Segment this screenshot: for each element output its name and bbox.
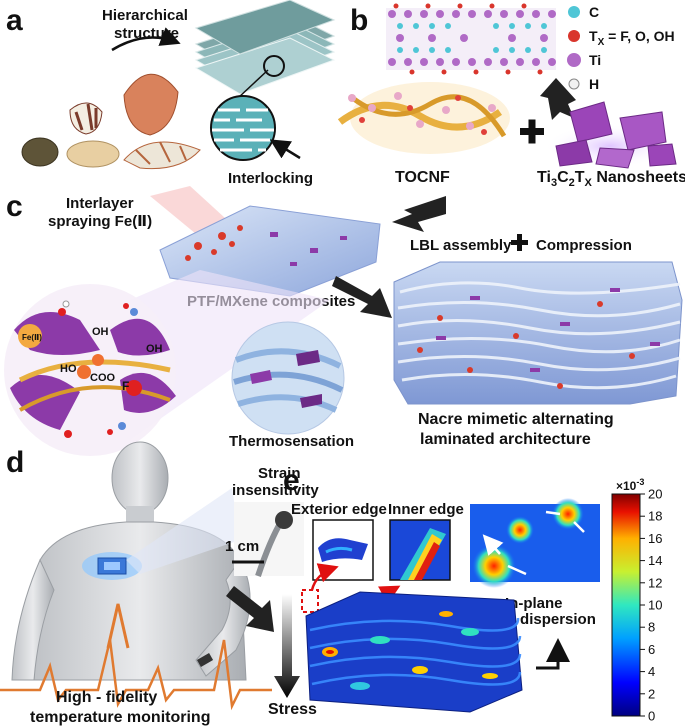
inplane-stress-map xyxy=(470,498,600,588)
colorbar-tick-label: 8 xyxy=(648,620,655,635)
nanosheets-label: Ti3C2TX Nanosheets xyxy=(537,169,685,189)
tocnf-label: TOCNF xyxy=(395,169,450,186)
tweezers-photo xyxy=(234,502,304,577)
colorbar-tick-label: 12 xyxy=(648,575,662,590)
inner-edge-inset xyxy=(389,519,451,581)
colorbar-exponent: ×10-3 xyxy=(616,477,644,493)
stress-arrow xyxy=(274,594,300,698)
legend-swatch-c xyxy=(568,6,580,18)
dispersion-arrow xyxy=(536,638,570,670)
panel-e-letter: e xyxy=(283,464,300,497)
group-coo: COO xyxy=(90,372,116,384)
spray-label-2: spraying Fe(Ⅱ) xyxy=(48,213,152,230)
mxene-crystal-lattice xyxy=(386,3,556,75)
plus-sign-b xyxy=(520,119,544,144)
panel-c: c Interlayer spraying Fe(Ⅱ) PTF/MXene co… xyxy=(4,186,683,456)
zoom-ring xyxy=(263,55,285,77)
strain-label-2: insensitivity xyxy=(232,482,319,499)
thermosensation-label: Thermosensation xyxy=(229,433,354,450)
strain-label-1: Strain xyxy=(258,465,301,482)
panel-b-letter: b xyxy=(350,4,368,37)
temperature-waveform xyxy=(0,639,272,711)
spray-label-1: Interlayer xyxy=(66,195,134,212)
legend-swatch-tx xyxy=(568,30,580,42)
group-oh-1: OH xyxy=(92,326,109,338)
atom-legend: C TX = F, O, OH Ti H xyxy=(567,4,675,92)
exterior-edge-inset xyxy=(312,519,374,581)
legend-c: C xyxy=(589,4,599,20)
colorbar-gradient xyxy=(611,493,641,717)
legend-swatch-h xyxy=(568,78,580,90)
scale-bar-label: 1 cm xyxy=(225,538,259,555)
lattice-to-sheet-arrow xyxy=(540,78,576,120)
assembly-arrow-out xyxy=(332,276,392,318)
group-ho: HO xyxy=(60,363,77,375)
hf-label-1: High - fidelity xyxy=(56,689,157,706)
hierarchical-label: Hierarchical xyxy=(102,7,188,24)
colorbar-tick-label: 14 xyxy=(648,553,662,568)
legend-ti: Ti xyxy=(589,52,601,68)
colorbar-tick-label: 4 xyxy=(648,664,655,679)
seashells xyxy=(21,73,201,170)
mxene-nanosheets xyxy=(544,101,677,169)
sensor-patch xyxy=(82,552,142,580)
legend-h: H xyxy=(589,76,599,92)
laminated-architecture xyxy=(393,261,683,405)
colorbar-tick-label: 18 xyxy=(648,509,662,524)
zoom-beam xyxy=(126,488,240,574)
colorbar-tick-label: 0 xyxy=(648,709,655,724)
hf-label-2: temperature monitoring xyxy=(30,709,210,726)
compression-label: Compression xyxy=(536,237,632,254)
panel-c-letter: c xyxy=(6,190,23,223)
group-f: F xyxy=(122,379,129,393)
thermosensation-circle xyxy=(231,321,345,435)
panel-e: e Exterior edge Inner edge xyxy=(268,464,662,724)
chemistry-zoom xyxy=(4,270,330,456)
inplane-label-1: In-plane xyxy=(505,595,563,612)
hierarchy-arrow xyxy=(111,27,181,52)
nacre-label-2: laminated architecture xyxy=(420,431,591,448)
colorbar-tick-label: 16 xyxy=(648,531,662,546)
interlocking-label: Interlocking xyxy=(228,170,313,187)
legend-tx: TX = F, O, OH xyxy=(589,28,675,48)
fe-ion-label: Fe(Ⅱ) xyxy=(22,333,42,342)
layered-plates xyxy=(194,0,336,95)
inner-edge-label: Inner edge xyxy=(388,501,464,518)
colorbar-tick-label: 20 xyxy=(648,487,662,502)
exterior-edge-label: Exterior edge xyxy=(291,501,387,518)
panel-d: d Strain insensitivity 1 cm xyxy=(0,441,319,726)
lbl-assembly-label: LBL assembly xyxy=(410,237,512,254)
stress-label: Stress xyxy=(268,701,317,718)
plus-sign-c xyxy=(511,234,528,251)
interlocking-circle xyxy=(210,95,276,161)
panel-a: a Hierarchical structure xyxy=(6,0,336,187)
body-to-stack-arrow xyxy=(226,586,274,632)
nacre-label-1: Nacre mimetic alternating xyxy=(418,411,614,428)
legend-swatch-ti xyxy=(567,53,581,67)
assembly-arrow-in xyxy=(392,196,446,232)
exterior-marker xyxy=(301,589,319,613)
patch-pointer xyxy=(106,603,130,649)
fem-stress-stack xyxy=(305,591,523,713)
panel-a-letter: a xyxy=(6,4,23,37)
tocnf-molecule xyxy=(337,82,510,154)
panel-d-letter: d xyxy=(6,446,24,479)
colorbar-tick-label: 10 xyxy=(648,598,662,613)
colorbar-tick-label: 6 xyxy=(648,642,655,657)
colorbar-tick-label: 2 xyxy=(648,686,655,701)
panel-b: b C TX = F, O, OH Ti xyxy=(337,3,685,189)
group-oh-2: OH xyxy=(146,343,163,355)
